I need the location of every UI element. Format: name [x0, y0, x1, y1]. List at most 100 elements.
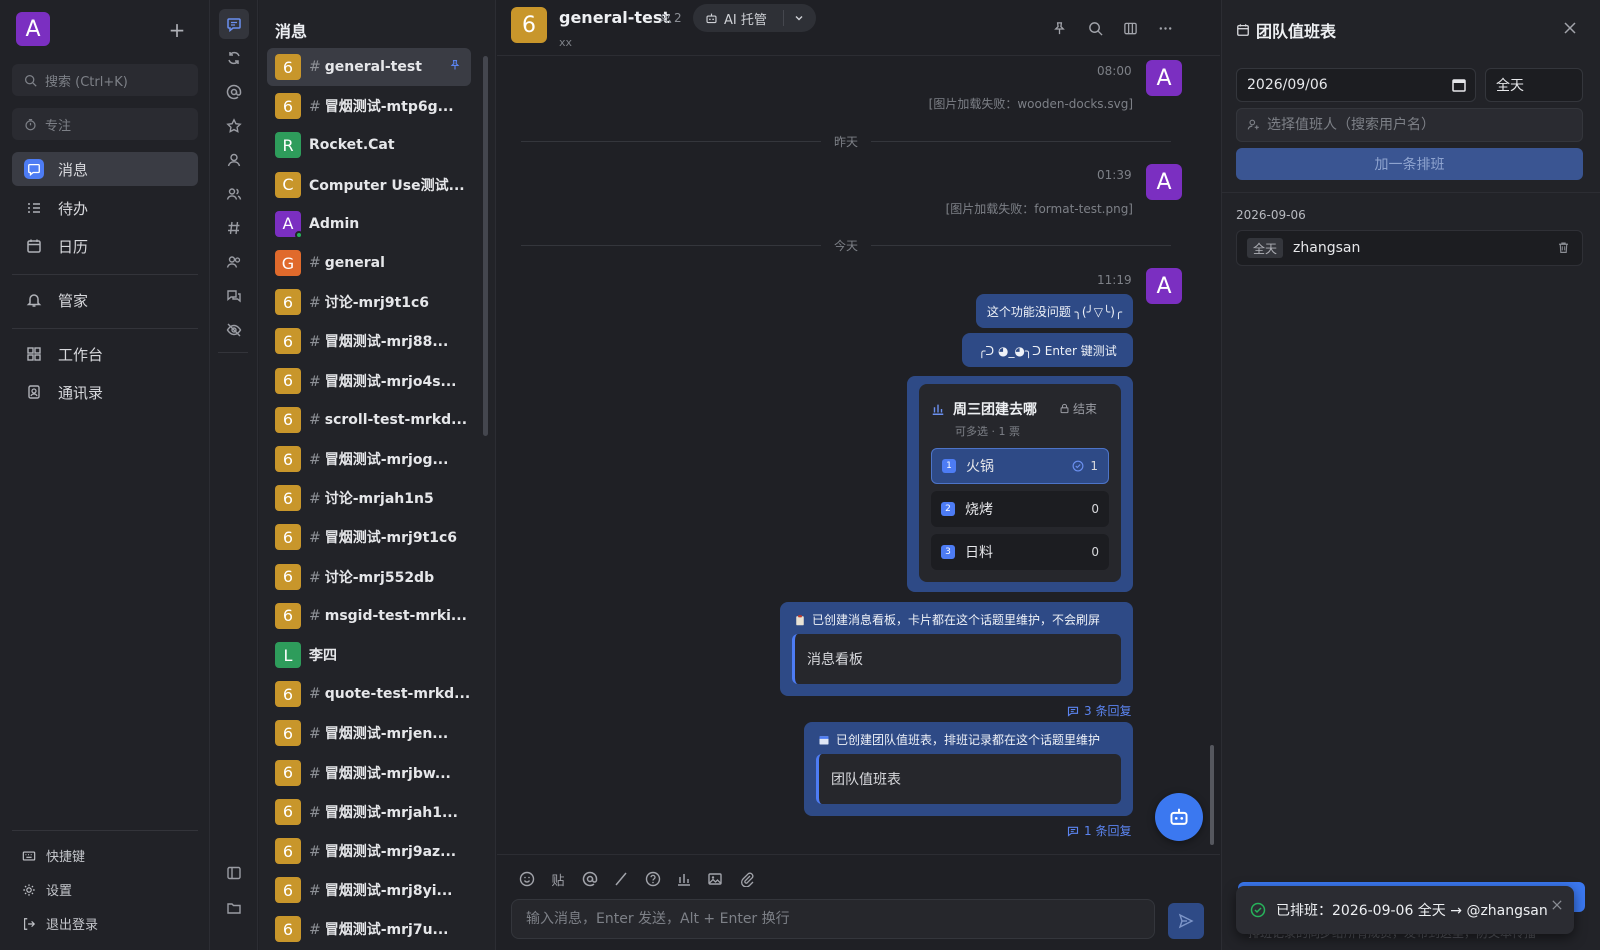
channel-item[interactable]: 6#冒烟测试-mrj9az...: [267, 832, 471, 870]
message-scrollbar[interactable]: [1210, 745, 1214, 845]
channel-name-text: 冒烟测试-mtp6g...: [324, 99, 454, 116]
channel-item[interactable]: 6#讨论-mrj9t1c6: [267, 283, 471, 321]
pin-button[interactable]: [1049, 18, 1069, 38]
rail-messages[interactable]: [219, 9, 249, 39]
brand-avatar[interactable]: A: [16, 12, 50, 46]
search-box[interactable]: 搜索 (Ctrl+K): [12, 64, 198, 96]
sidebar-item-todo[interactable]: 待办: [12, 191, 198, 225]
rail-starred[interactable]: [219, 111, 249, 141]
robot-icon: [706, 13, 717, 23]
delete-entry-button[interactable]: [1557, 241, 1570, 258]
shortcuts-button[interactable]: 快捷键: [22, 846, 85, 865]
message-time: 11:19: [1097, 273, 1132, 287]
close-icon: [1552, 900, 1562, 910]
room-avatar[interactable]: 6: [511, 7, 547, 43]
shift-select[interactable]: 全天: [1485, 68, 1583, 102]
room-panel-button[interactable]: [1120, 18, 1140, 38]
date-picker[interactable]: 2026/09/06: [1236, 68, 1476, 102]
thread-replies-link[interactable]: 3 条回复: [1067, 702, 1131, 719]
bot-assistant-button[interactable]: [1155, 793, 1203, 841]
channel-item[interactable]: 6#冒烟测试-mrjah1...: [267, 793, 471, 831]
rail-direct[interactable]: [219, 145, 249, 175]
channel-item[interactable]: 6#冒烟测试-mtp6g...: [267, 87, 471, 125]
focus-button[interactable]: 专注: [12, 108, 198, 140]
emoji-button[interactable]: [517, 869, 537, 889]
channel-item[interactable]: 6#冒烟测试-mrj9t1c6: [267, 518, 471, 556]
poll-option[interactable]: 1 火锅 1: [931, 448, 1109, 484]
attach-button[interactable]: [737, 869, 757, 889]
member-count[interactable]: 2: [659, 11, 682, 25]
help-button[interactable]: [643, 869, 663, 889]
rail-teams[interactable]: [219, 247, 249, 277]
message-input[interactable]: [511, 899, 1155, 939]
channel-item[interactable]: 6 #msgid-test-mrki...: [267, 597, 471, 635]
sticker-button[interactable]: 贴: [548, 869, 568, 889]
poll-title-text: 周三团建去哪: [953, 402, 1037, 418]
more-button[interactable]: [1155, 18, 1175, 38]
search-messages-button[interactable]: [1085, 18, 1105, 38]
rail-groups[interactable]: [219, 179, 249, 209]
sender-avatar[interactable]: A: [1146, 268, 1182, 304]
command-button[interactable]: [611, 869, 631, 889]
channel-item[interactable]: G#general: [267, 244, 471, 282]
logout-button[interactable]: 退出登录: [22, 914, 98, 933]
channel-item[interactable]: 6#冒烟测试-mrjbw...: [267, 754, 471, 792]
channel-item[interactable]: 6#冒烟测试-mrjo4s...: [267, 362, 471, 400]
sidebar-item-workbench[interactable]: 工作台: [12, 337, 198, 371]
channel-item[interactable]: 6#general-test: [267, 48, 471, 86]
duty-card-link[interactable]: 团队值班表: [816, 754, 1121, 804]
poll-button[interactable]: [674, 869, 694, 889]
sidebar-item-butler[interactable]: 管家: [12, 283, 198, 317]
sidebar-item-contacts[interactable]: 通讯录: [12, 375, 198, 409]
channel-list-scrollbar[interactable]: [483, 56, 488, 436]
message-bubble[interactable]: 这个功能没问题 ╮(╯▽╰)╭: [976, 294, 1133, 328]
close-panel-button[interactable]: [1560, 18, 1580, 38]
room-topic: xx: [559, 36, 573, 49]
poll-option[interactable]: 2 烧烤 0: [931, 491, 1109, 527]
channel-item[interactable]: 6#冒烟测试-mrj8yi...: [267, 871, 471, 909]
message-bubble[interactable]: ╭ᑐ ◕_◕╮ᑐ Enter 键测试: [962, 333, 1133, 367]
sender-avatar[interactable]: A: [1146, 164, 1182, 200]
pill-separator: [782, 10, 784, 26]
thread-replies-link[interactable]: 1 条回复: [1067, 822, 1131, 839]
assignee-search-input[interactable]: [1236, 108, 1583, 142]
channel-item[interactable]: 6#quote-test-mrkd...: [267, 675, 471, 713]
channel-item[interactable]: 6#冒烟测试-mrjen...: [267, 714, 471, 752]
channel-item[interactable]: 6#冒烟测试-mrjog...: [267, 440, 471, 478]
board-card-link[interactable]: 消息看板: [792, 634, 1121, 684]
mention-button[interactable]: [580, 869, 600, 889]
sidebar-item-calendar[interactable]: 日历: [12, 229, 198, 263]
rail-sync[interactable]: [219, 43, 249, 73]
channel-name: #msgid-test-mrki...: [309, 608, 467, 624]
channel-avatar-letter: 6: [282, 606, 294, 626]
rail-toggle-panel[interactable]: [219, 858, 249, 888]
poll-option[interactable]: 3 日料 0: [931, 534, 1109, 570]
room-title[interactable]: general-test: [559, 8, 671, 27]
sidebar-item-messages[interactable]: 消息: [12, 152, 198, 186]
toast-close-button[interactable]: [1552, 898, 1562, 914]
channel-item[interactable]: 6#讨论-mrjah1n5: [267, 479, 471, 517]
ai-hosting-dropdown[interactable]: AI 托管: [693, 4, 816, 32]
trash-icon: [1559, 242, 1568, 253]
rail-mentions[interactable]: [219, 77, 249, 107]
rail-channels[interactable]: [219, 213, 249, 243]
rail-discussions[interactable]: [219, 281, 249, 311]
send-button[interactable]: [1168, 903, 1204, 939]
reply-icon: [1067, 706, 1079, 717]
settings-button[interactable]: 设置: [22, 880, 72, 899]
rail-hidden[interactable]: [219, 315, 249, 345]
channel-item[interactable]: 6#scroll-test-mrkd...: [267, 401, 471, 439]
rail-folder[interactable]: [219, 893, 249, 923]
channel-item[interactable]: 6#讨论-mrj552db: [267, 558, 471, 596]
sender-avatar[interactable]: A: [1146, 60, 1182, 96]
add-shift-button[interactable]: 加一条排班: [1236, 148, 1583, 180]
image-button[interactable]: [705, 869, 725, 889]
channel-avatar-letter: 6: [282, 684, 294, 704]
channel-item[interactable]: 6#冒烟测试-mrj88...: [267, 322, 471, 360]
channel-item[interactable]: 6#冒烟测试-mrj7u...: [267, 910, 471, 948]
add-button[interactable]: +: [168, 18, 186, 42]
